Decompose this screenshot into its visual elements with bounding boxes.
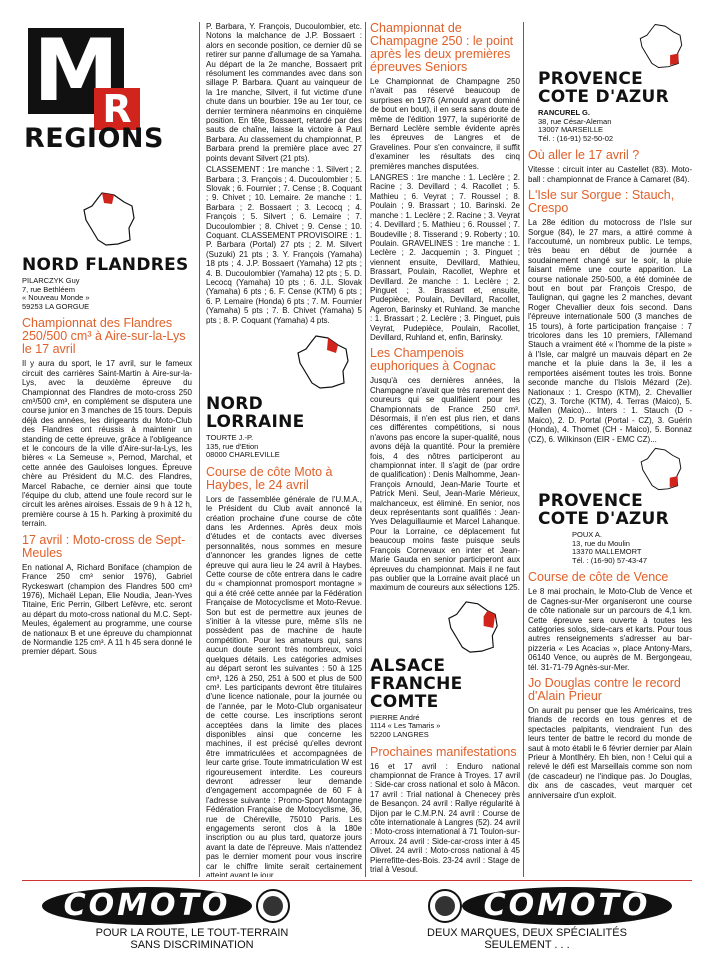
article-body: 16 et 17 avril : Enduro national champio… <box>370 761 520 874</box>
column-1: M R REGIONS NORD FLANDRES PILARCZYK Guy … <box>22 22 192 659</box>
article-body: P. Barbara, Y. François, Ducoulombier, e… <box>206 22 362 163</box>
article-headline: Jo Douglas contre le record d'Alain Prie… <box>528 675 681 703</box>
address-line: 135, rue d'Etion <box>206 441 259 451</box>
ad-slogan-left: POUR LA ROUTE, LE TOUT-TERRAIN SANS DISC… <box>42 927 342 951</box>
comoto-advertisement: COMOTO COMOTO POUR LA ROUTE, LE TOUT-TER… <box>22 880 692 953</box>
article-headline: Championnat de Champagne 250 : le point … <box>370 22 514 74</box>
region-title: COTE D'AZUR <box>538 508 670 529</box>
address-line: 13007 MARSEILLE <box>538 125 604 135</box>
article-headline: 17 avril : Moto-cross de Sept-Meules <box>22 532 186 560</box>
column-3: Championnat de Champagne 250 : le point … <box>370 22 520 877</box>
masthead: M R REGIONS <box>22 22 192 172</box>
correspondent-address: TOURTE J.-P. 135, rue d'Etion 08000 CHAR… <box>206 433 362 460</box>
article-body: Jusqu'à ces dernières années, la Champag… <box>370 376 520 593</box>
slogan-line: POUR LA ROUTE, LE TOUT-TERRAIN <box>95 927 289 939</box>
address-line: 38, rue César-Aleman <box>538 116 612 126</box>
region-title: ALSACE <box>370 655 446 676</box>
article-headline: Course de côte de Vence <box>528 570 669 585</box>
address-line: 7, rue Bethléem <box>22 284 75 294</box>
slogan-line: DEUX MARQUES, DEUX SPÉCIALITÉS <box>427 927 627 939</box>
france-map-icon <box>640 447 682 491</box>
address-line: TOURTE J.-P. <box>206 433 254 442</box>
slogan-line: SANS DISCRIMINATION <box>130 939 254 951</box>
column-4: PROVENCE COTE D'AZUR RANCUREL G. 38, rue… <box>528 22 692 877</box>
address-line: 1114 « Les Tamaris » <box>370 721 441 731</box>
region-title: FRANCHE COMTE <box>370 673 463 712</box>
article-body: En national A, Richard Boniface (champio… <box>22 562 192 657</box>
france-map-icon <box>448 600 498 653</box>
france-map-icon <box>639 23 683 69</box>
france-map-icon <box>297 335 349 389</box>
comoto-logo-left: COMOTO <box>42 887 252 925</box>
region-title: PROVENCE <box>538 69 644 89</box>
address-line: Tél. : (16-91) 52-50-02 <box>538 133 614 143</box>
address-line: 59253 LA GORGUE <box>22 301 90 311</box>
article-body: Lors de l'assemblée générale de l'U.M.A.… <box>206 494 362 877</box>
article-body: La 28e édition du motocross de l'Isle su… <box>528 218 692 444</box>
correspondent-address: POUX A. 13, rue du Moulin 13370 MALLEMOR… <box>572 529 692 565</box>
article-headline: Course de côte Moto à Haybes, le 24 avri… <box>206 464 333 492</box>
comoto-logo-right: COMOTO <box>462 887 672 925</box>
bmw-roundel-icon <box>256 889 290 923</box>
address-line: 08000 CHARLEVILLE <box>206 450 280 460</box>
article-body: On aurait pu penser que les Américains, … <box>528 705 692 800</box>
column-divider <box>199 22 200 877</box>
ad-slogan-right: DEUX MARQUES, DEUX SPÉCIALITÉS SEULEMENT… <box>372 927 682 951</box>
column-2: P. Barbara, Y. François, Ducoulombier, e… <box>206 22 362 877</box>
article-headline: L'Isle sur Sorgue : Stauch, Crespo <box>528 188 675 216</box>
correspondent-address: PILARCZYK Guy 7, rue Bethléem « Nouveau … <box>22 276 192 311</box>
address-line: Tél. : (16-90) 57-43-47 <box>572 555 648 565</box>
article-headline: Prochaines manifestations <box>370 744 517 759</box>
address-line: PILARCZYK Guy <box>22 276 80 285</box>
article-body: Le 8 mai prochain, le Moto-Club de Vence… <box>528 587 692 672</box>
address-line: 13, rue du Moulin <box>572 538 630 548</box>
masthead-logo: M <box>28 28 124 114</box>
slogan-line: SEULEMENT . . . <box>484 939 570 951</box>
yamaha-roundel-icon <box>428 889 462 923</box>
france-map-icon <box>83 192 135 246</box>
address-line: RANCUREL G. <box>538 108 590 117</box>
article-body: Le Championnat de Champagne 250 n'avait … <box>370 77 520 171</box>
results-list: LANGRES : 1re manche : 1. Leclère ; 2. R… <box>370 173 520 342</box>
article-headline: Où aller le 17 avril ? <box>528 148 640 163</box>
address-line: 13370 MALLEMORT <box>572 547 642 557</box>
column-divider <box>365 22 366 877</box>
column-divider <box>523 22 524 877</box>
results-list: CLASSEMENT : 1re manche : 1. Silvert ; 2… <box>206 165 362 325</box>
correspondent-address: PIERRE André 1114 « Les Tamaris » 52200 … <box>370 712 520 740</box>
article-headline: Championnat des Flandres 250/500 cm³ à A… <box>22 316 186 357</box>
article-body: Vitesse : circuit inter au Castellet (83… <box>528 165 692 184</box>
region-title: COTE D'AZUR <box>538 87 670 107</box>
masthead-title: REGIONS <box>24 123 164 154</box>
address-line: « Nouveau Monde » <box>22 293 90 303</box>
address-line: 52200 LANGRES <box>370 729 429 739</box>
region-title: NORD LORRAINE <box>206 394 305 432</box>
region-title: PROVENCE <box>538 490 644 511</box>
masthead-logo-r: R <box>94 88 140 130</box>
address-line: POUX A. <box>572 529 603 539</box>
correspondent-address: RANCUREL G. 38, rue César-Aleman 13007 M… <box>538 108 692 143</box>
article-body: Il y aura du sport, le 17 avril, sur le … <box>22 359 192 529</box>
region-title: NORD FLANDRES <box>22 255 189 275</box>
address-line: PIERRE André <box>370 712 420 722</box>
article-headline: Les Champenois euphoriques à Cognac <box>370 346 496 374</box>
